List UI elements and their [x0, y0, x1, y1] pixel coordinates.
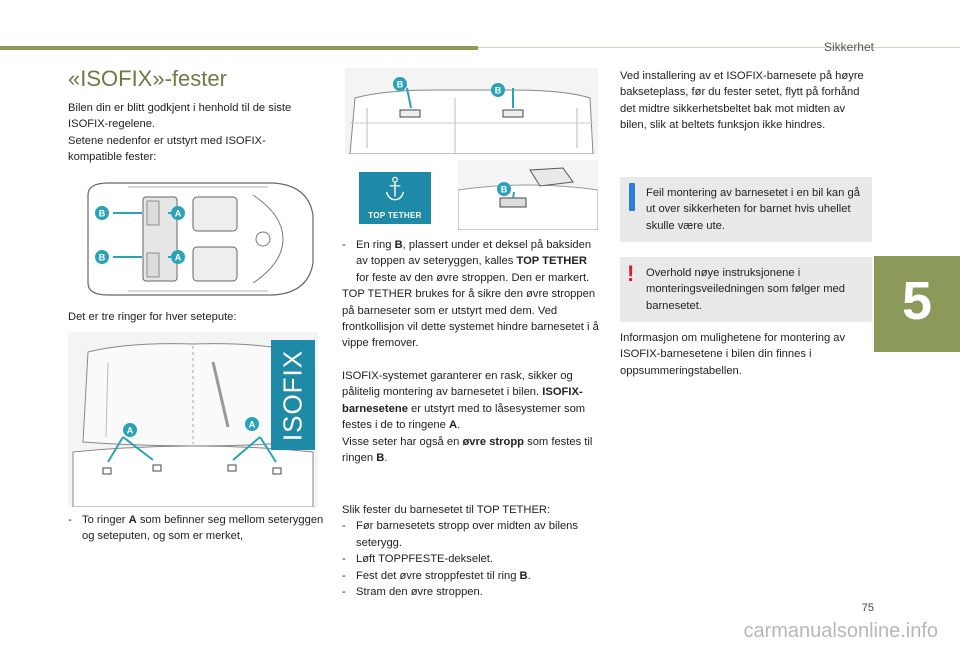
top-tether-logo: TOP TETHER [359, 172, 431, 224]
step-item: -Stram den øvre stroppen. [342, 586, 483, 599]
marker-a-left: A [127, 426, 134, 436]
marker-b-seatback-left: B [397, 80, 404, 90]
ring-b-item: - En ring B, plassert under et deksel på… [342, 237, 600, 286]
car-top-view-figure: B B A A [68, 175, 318, 303]
steps-intro: Slik fester du barnesetet til TOP TETHER… [342, 504, 551, 516]
dash: - [342, 239, 346, 251]
chapter-number: 5 [901, 271, 933, 331]
top-rule-thin [478, 47, 960, 48]
marker-a-lower: A [175, 253, 182, 263]
marker-a-upper: A [175, 209, 182, 219]
marker-b-upper: B [99, 209, 106, 219]
isofix-badge: ISOFIX [271, 340, 315, 450]
info-note-text: Feil montering av barnesetet i en bil ka… [646, 187, 860, 232]
top-tether-explanation: TOP TETHER brukes for å sikre den øvre s… [342, 288, 599, 350]
ring-a-item: - To ringer A som befinner seg mellom se… [68, 512, 330, 545]
chapter-tab: 5 [874, 256, 960, 352]
isofix-label: ISOFIX [277, 349, 308, 442]
isofix-system-text: ISOFIX-systemet garanterer en rask, sikk… [342, 368, 600, 466]
intro-text: Bilen din er blitt godkjent i henhold ti… [68, 100, 318, 166]
top-tether-label: TOP TETHER [368, 211, 422, 220]
car-top-view-drawing: B B A A [87, 182, 314, 296]
outro-text: Informasjon om mulighetene for montering… [620, 332, 846, 377]
step-item: -Løft TOPPFESTE-dekselet. [342, 553, 493, 566]
ring-a-body: To ringer A som befinner seg mellom sete… [82, 514, 324, 543]
intro-p1: Bilen din er blitt godkjent i henhold ti… [68, 102, 292, 131]
step-item: -Før barnesetets stropp over midten av b… [342, 520, 578, 549]
tether-cover-drawing: B [458, 160, 598, 230]
ring-b-text: - En ring B, plassert under et deksel på… [342, 237, 600, 352]
section-name: Sikkerhet [823, 40, 874, 54]
isofix-system-strap: Visse seter har også en øvre stropp som … [342, 435, 593, 465]
info-note: Feil montering av barnesetet i en bil ka… [620, 177, 872, 243]
install-text: Ved installering av et ISOFIX-barnesete … [620, 70, 864, 132]
isofix-system-body: ISOFIX-systemet garanterer en rask, sikk… [342, 370, 586, 432]
ring-b-body: En ring B, plassert under et deksel på b… [356, 239, 592, 284]
anchor-icon [385, 176, 405, 201]
marker-b-seatback-right: B [495, 86, 502, 96]
marker-b-cover: B [501, 185, 508, 195]
steps-text: Slik fester du barnesetet til TOP TETHER… [342, 502, 600, 600]
three-rings-text: Det er tre ringer for hver setepute: [68, 311, 237, 323]
watermark: carmanualsonline.info [743, 620, 938, 642]
page-title: «ISOFIX»-fester [68, 66, 227, 91]
warning-note-text: Overhold nøye instruksjonene i montering… [646, 267, 845, 312]
tether-cover-figure: B [458, 160, 598, 230]
ring-a-text: - To ringer A som befinner seg mellom se… [68, 512, 330, 545]
marker-a-right: A [249, 420, 256, 430]
step-item: -Fest det øvre stroppfestet til ring B. [342, 569, 531, 582]
dash: - [68, 514, 72, 526]
top-tether-seatback-figure: B B [345, 68, 598, 154]
warning-icon: ! [627, 261, 635, 286]
intro-p2: Setene nedenfor er utstyrt med ISOFIX-ko… [68, 134, 266, 164]
page-number: 75 [861, 602, 874, 614]
info-icon [629, 183, 635, 211]
marker-b-lower: B [99, 253, 106, 263]
top-rule [0, 46, 478, 50]
seatback-drawing: B B [345, 68, 598, 154]
warning-note: ! Overhold nøye instruksjonene i monteri… [620, 257, 872, 323]
